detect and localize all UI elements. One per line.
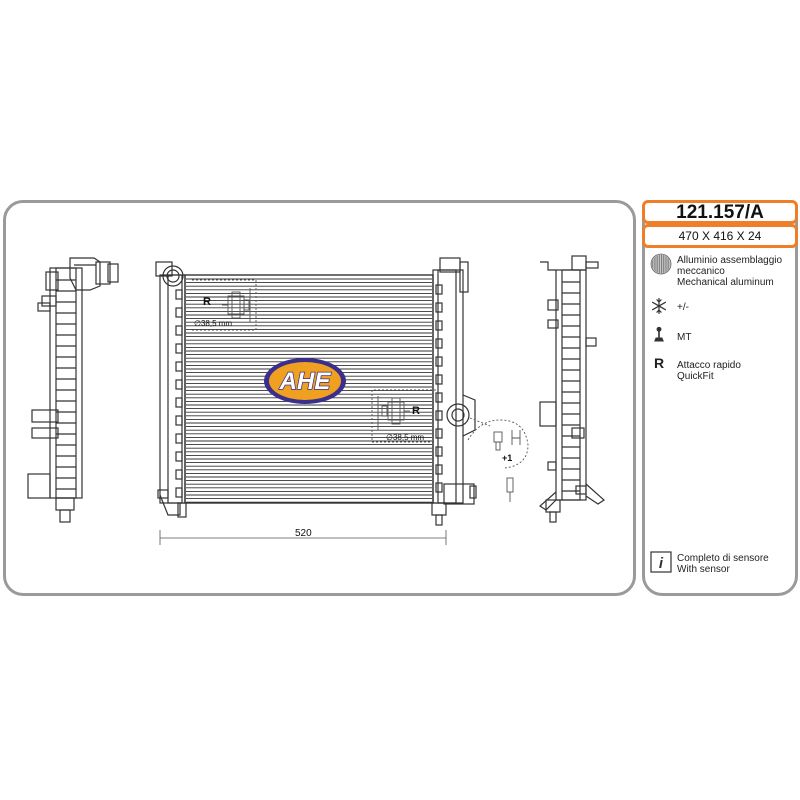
quickfit-icon: R [654, 355, 665, 371]
info-icon: i [650, 551, 672, 573]
tank-clip [175, 379, 183, 390]
info-line-2: With sensor [677, 564, 730, 575]
tank-clip [175, 487, 183, 498]
aluminum-core-icon [650, 253, 672, 275]
quickfit-inset-right: R ∅38,5 mm [371, 389, 436, 443]
tank-clip [175, 397, 183, 408]
feature-material-line-3: Mechanical aluminum [677, 277, 774, 288]
info-line-1: Completo di sensore [677, 553, 769, 564]
logo-text: AHE [279, 368, 332, 395]
tank-clip [175, 343, 183, 354]
tank-clip [435, 482, 443, 493]
tank-clip [435, 338, 443, 349]
tank-clip [435, 374, 443, 385]
snowflake-icon [652, 298, 666, 314]
tank-clip [175, 433, 183, 444]
feature-quickfit-line-1: Attacco rapido [677, 360, 741, 371]
tank-clip [435, 356, 443, 367]
tank-clip [175, 469, 183, 480]
tank-clip [175, 325, 183, 336]
part-dimensions: 470 X 416 X 24 [642, 224, 798, 248]
feature-quickfit-line-2: QuickFit [677, 371, 714, 382]
right-side-view [539, 255, 605, 523]
tank-clip [435, 392, 443, 403]
svg-text:i: i [659, 555, 664, 572]
tank-clip [175, 361, 183, 372]
tank-clip [435, 446, 443, 457]
sensor-quantity: +1 [502, 453, 512, 463]
feature-gearbox-line-1: MT [677, 332, 692, 343]
quickfit-letter-top: R [203, 296, 211, 308]
sensor-callout: +1 [467, 417, 529, 502]
tank-clip [435, 284, 443, 295]
quickfit-inset-top: R ∅38,5 mm [192, 279, 257, 331]
quickfit-letter-right: R [412, 405, 420, 417]
feature-material-line-2: meccanico [677, 266, 725, 277]
pipe-diameter-top: ∅38,5 mm [194, 319, 232, 328]
tank-clip [435, 320, 443, 331]
tank-clip [175, 451, 183, 462]
tank-clip [435, 464, 443, 475]
left-side-view [27, 257, 119, 523]
ahe-logo: AHE [264, 358, 346, 404]
width-dimension: 520 [159, 528, 447, 545]
part-code: 121.157/A [642, 200, 798, 224]
feature-ac-line-1: +/- [677, 302, 689, 313]
tank-clip [175, 289, 183, 300]
manual-gearbox-icon [654, 326, 664, 342]
tank-clip [175, 415, 183, 426]
tank-clip [175, 307, 183, 318]
width-label: 520 [295, 528, 312, 539]
feature-material-line-1: Alluminio assemblaggio [677, 255, 783, 266]
tank-clip [435, 302, 443, 313]
tank-clip [435, 428, 443, 439]
tank-clip [435, 410, 443, 421]
pipe-diameter-right: ∅38,5 mm [386, 433, 424, 442]
